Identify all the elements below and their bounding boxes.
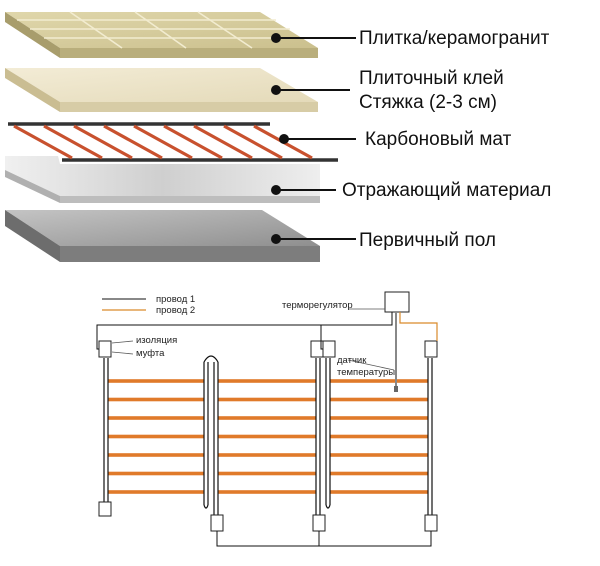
bus-bars (103, 355, 433, 515)
subfloor-layer (5, 210, 320, 262)
heating-strip (108, 490, 204, 494)
label-reflective: Отражающий материал (342, 180, 551, 201)
tile-layer (5, 11, 318, 58)
carbon-strip (103, 124, 163, 160)
heating-strip (108, 416, 204, 420)
thermostat: терморегулятор (282, 291, 410, 313)
carbon-mat-layer (8, 122, 338, 162)
carbon-strip (133, 124, 193, 160)
reflective-layer (5, 156, 320, 203)
legend-wire1: провод 1 (156, 294, 195, 305)
pointer-dots (271, 33, 289, 244)
carbon-strip (43, 124, 103, 160)
adhesive-layer (5, 68, 318, 112)
label-subfloor: Первичный пол (359, 230, 496, 251)
heating-strip (108, 434, 204, 439)
heating-strip (330, 397, 428, 402)
heating-strip (108, 379, 204, 383)
label-sensor-2: температуры (337, 367, 395, 378)
label-carbon-mat: Карбоновый мат (365, 129, 512, 150)
label-tile: Плитка/керамогранит (359, 28, 550, 49)
legend-wire2: провод 2 (156, 305, 195, 316)
label-coupling: муфта (136, 348, 165, 359)
layer-pointers (276, 37, 356, 240)
heating-strip (108, 453, 204, 457)
carbon-strip (73, 124, 133, 160)
label-adhesive-2: Стяжка (2-3 см) (359, 92, 497, 113)
label-sensor-1: датчик (337, 355, 367, 366)
supply-wire-1 (96, 312, 432, 547)
supply-wire-2 (399, 312, 438, 341)
coupling-boxes (98, 340, 438, 532)
heating-strip (218, 416, 316, 420)
heating-strip (108, 397, 204, 402)
wiring-legend: провод 1 провод 2 (102, 294, 195, 316)
heating-strip (330, 434, 428, 439)
heating-strip (218, 397, 316, 402)
label-thermostat: терморегулятор (282, 300, 353, 311)
heating-strip (218, 471, 316, 476)
heating-strip (330, 379, 428, 383)
label-insulation: изоляция (136, 335, 177, 346)
heating-strip (218, 434, 316, 439)
heating-strip (218, 379, 316, 383)
carbon-strip (13, 124, 73, 160)
heating-strip (218, 453, 316, 457)
carbon-strip (163, 124, 223, 160)
label-adhesive-1: Плиточный клей (359, 68, 504, 89)
carbon-strip (223, 124, 283, 160)
carbon-strip (193, 124, 253, 160)
heating-strip (330, 490, 428, 494)
heating-strip (330, 453, 428, 457)
heating-strip (218, 490, 316, 494)
heating-strip (108, 471, 204, 476)
heating-strip (330, 471, 428, 476)
heating-strip (330, 416, 428, 420)
temperature-sensor (347, 312, 398, 392)
heating-strips (108, 379, 428, 494)
